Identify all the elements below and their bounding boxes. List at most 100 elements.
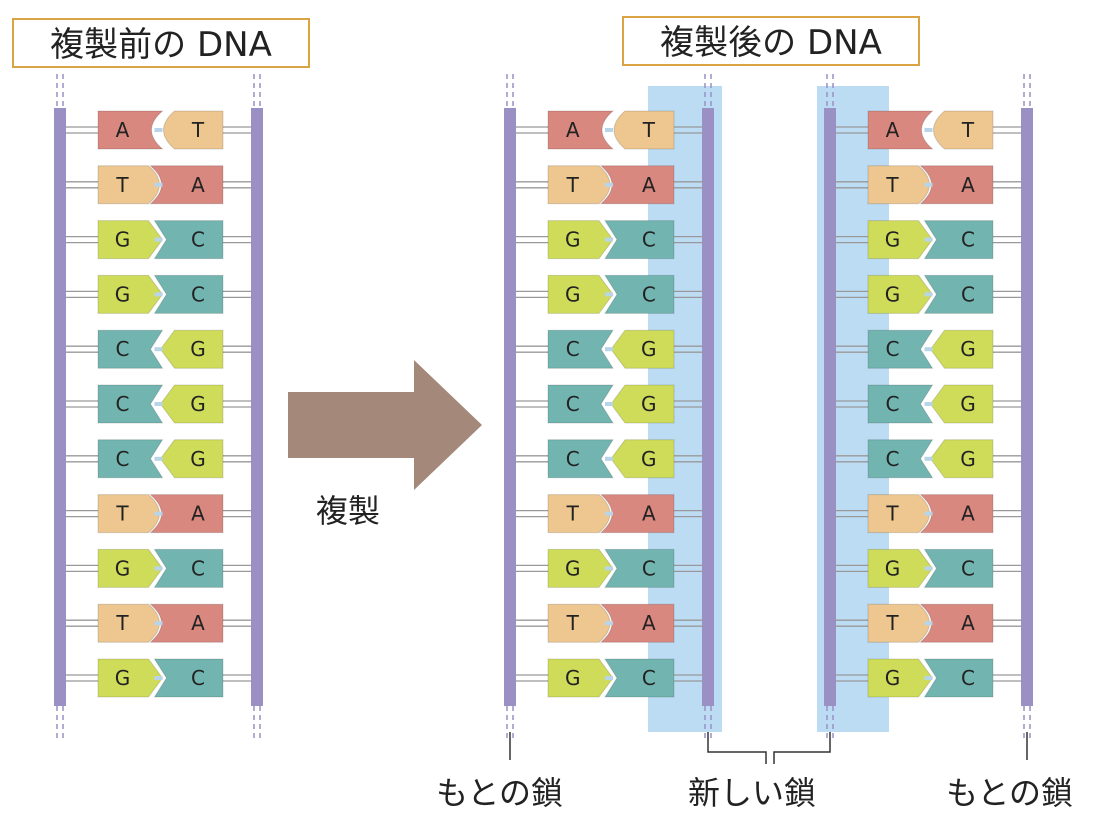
base-letter: G xyxy=(190,337,206,361)
base-A xyxy=(919,494,994,534)
base-G xyxy=(547,274,614,314)
hydrogen-bond xyxy=(154,128,163,132)
base-letter: C xyxy=(886,337,900,361)
base-T xyxy=(867,494,930,534)
base-A xyxy=(867,110,934,150)
base-T xyxy=(97,165,160,205)
backbone-strand xyxy=(824,108,836,706)
base-G xyxy=(97,548,164,588)
base-A xyxy=(149,494,224,534)
base-G xyxy=(610,384,675,424)
hydrogen-bond xyxy=(154,511,163,516)
hydrogen-bond xyxy=(154,566,163,571)
base-C xyxy=(547,329,614,369)
base-letter: C xyxy=(191,282,205,306)
base-A xyxy=(599,494,675,534)
hydrogen-bond xyxy=(924,128,933,132)
base-C xyxy=(923,658,994,698)
base-letter: T xyxy=(566,173,580,197)
base-G xyxy=(97,220,164,260)
hydrogen-bond xyxy=(924,676,933,680)
base-letter: G xyxy=(641,392,657,416)
base-letter: G xyxy=(960,447,976,471)
base-letter: G xyxy=(885,282,901,306)
base-C xyxy=(153,274,224,314)
base-letter: T xyxy=(885,173,899,197)
replication-arrow xyxy=(288,360,482,490)
base-G xyxy=(867,548,934,588)
base-letter: G xyxy=(885,228,901,252)
base-letter: T xyxy=(642,118,656,142)
base-letter: G xyxy=(190,392,206,416)
base-G xyxy=(547,658,614,698)
hydrogen-bond xyxy=(924,511,933,516)
base-letter: G xyxy=(565,556,581,580)
base-letter: G xyxy=(565,666,581,690)
hydrogen-bond xyxy=(154,402,163,406)
base-A xyxy=(149,603,224,643)
base-G xyxy=(159,384,224,424)
base-letter: C xyxy=(191,228,205,252)
base-letter: G xyxy=(565,228,581,252)
hydrogen-bond xyxy=(605,456,613,461)
base-T xyxy=(163,110,224,150)
base-letter: C xyxy=(642,282,656,306)
base-letter: T xyxy=(885,611,899,635)
hydrogen-bond xyxy=(154,456,163,461)
base-T xyxy=(97,494,160,534)
base-A xyxy=(97,110,164,150)
base-letter: G xyxy=(885,666,901,690)
base-letter: C xyxy=(886,447,900,471)
base-letter: A xyxy=(191,173,205,197)
hydrogen-bond xyxy=(605,292,613,297)
base-C xyxy=(604,274,675,314)
base-G xyxy=(97,274,164,314)
replication-arrow-label: 複製 xyxy=(316,492,381,530)
base-T xyxy=(547,603,611,643)
base-G xyxy=(610,439,675,479)
base-T xyxy=(547,165,611,205)
base-G xyxy=(159,439,224,479)
base-letter: C xyxy=(566,337,580,361)
base-A xyxy=(919,603,994,643)
base-A xyxy=(919,165,994,205)
base-C xyxy=(604,220,675,260)
base-letter: C xyxy=(642,228,656,252)
base-G xyxy=(867,220,934,260)
base-G xyxy=(610,329,675,369)
base-letter: T xyxy=(566,502,580,526)
base-C xyxy=(153,548,224,588)
base-letter: G xyxy=(190,447,206,471)
base-letter: C xyxy=(191,666,205,690)
base-C xyxy=(97,329,164,369)
hydrogen-bond xyxy=(605,511,613,516)
base-letter: A xyxy=(642,502,656,526)
base-letter: C xyxy=(642,666,656,690)
hydrogen-bond xyxy=(605,676,613,680)
base-C xyxy=(97,384,164,424)
caption-original-strand-left: もとの鎖 xyxy=(436,774,564,812)
base-letter: G xyxy=(641,447,657,471)
backbone-strand xyxy=(54,108,66,706)
base-C xyxy=(923,274,994,314)
hydrogen-bond xyxy=(605,182,613,187)
base-letter: C xyxy=(566,392,580,416)
backbone-strand xyxy=(1021,108,1033,706)
title-before-replication: 複製前の DNA xyxy=(12,18,310,68)
base-G xyxy=(867,274,934,314)
base-T xyxy=(933,110,994,150)
base-letter: A xyxy=(961,502,975,526)
base-A xyxy=(599,165,675,205)
